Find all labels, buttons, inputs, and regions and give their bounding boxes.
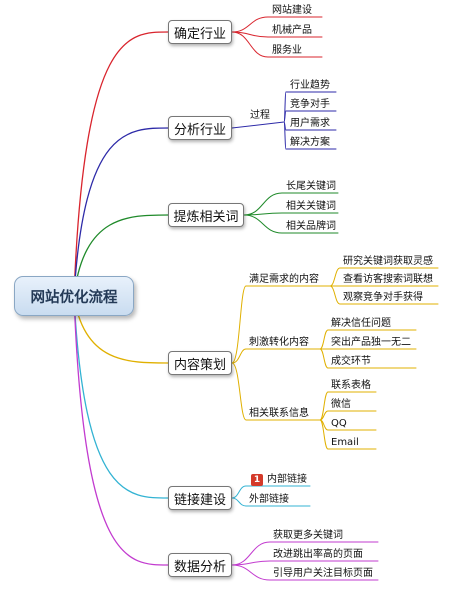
connector-analyze-process (231, 121, 285, 129)
leaf-data-1: 获取更多关键词 (273, 530, 343, 541)
connector-root-data (73, 295, 169, 566)
topic-industry[interactable]: 确定行业 (168, 20, 232, 44)
leaf-data-2: 改进跳出率高的页面 (273, 549, 363, 560)
leaf-content-contact-3: QQ (331, 418, 347, 429)
connector-content-contact-4 (319, 419, 329, 450)
connector-root-industry (73, 31, 169, 297)
leaf-data-3: 引导用户关注目标页面 (273, 568, 373, 579)
leaf-industry-2: 机械产品 (272, 25, 312, 36)
leaf-links-1: 内部链接 (267, 474, 307, 485)
connector-links-2 (231, 497, 247, 507)
leaf-keywords-3: 相关品牌词 (286, 221, 336, 232)
leaf-industry-1: 网站建设 (272, 5, 312, 16)
group-content-needs: 满足需求的内容 (249, 274, 319, 285)
connector-data-2 (231, 560, 271, 566)
connector-content-contact (231, 362, 321, 421)
connector-root-content (73, 295, 169, 364)
connector-industry-1 (231, 16, 269, 33)
connector-data-1 (231, 541, 271, 566)
leaf-content-needs-2: 查看访客搜索词联想 (343, 274, 433, 285)
topic-data[interactable]: 数据分析 (168, 553, 232, 577)
priority-badge: 1 (251, 474, 263, 486)
leaf-links-2: 外部链接 (249, 494, 289, 505)
topic-content[interactable]: 内容策划 (168, 351, 232, 375)
leaf-analyze-3: 用户需求 (290, 118, 330, 129)
connector-industry-3 (231, 31, 269, 58)
group-content-contact: 相关联系信息 (249, 408, 309, 419)
connector-content-convert-1 (319, 329, 329, 350)
connector-data-3 (231, 564, 271, 581)
leaf-keywords-2: 相关关键词 (286, 201, 336, 212)
topic-keywords[interactable]: 提炼相关词 (168, 203, 244, 227)
leaf-content-contact-2: 微信 (331, 399, 351, 410)
connector-root-keywords (73, 214, 169, 297)
leaf-keywords-1: 长尾关键词 (286, 181, 336, 192)
topic-links[interactable]: 链接建设 (168, 486, 232, 510)
connector-analyze-4 (283, 121, 287, 150)
leaf-content-convert-1: 解决信任问题 (331, 318, 391, 329)
group-content-convert: 刺激转化内容 (249, 337, 309, 348)
connector-keywords-1 (243, 192, 283, 216)
leaf-analyze-2: 竞争对手 (290, 99, 330, 110)
connector-content-convert (231, 348, 321, 364)
leaf-content-convert-3: 成交环节 (331, 356, 371, 367)
leaf-analyze-1: 行业趋势 (290, 80, 330, 91)
leaf-content-needs-1: 研究关键词获取灵感 (343, 256, 433, 267)
connector-root-analyze (73, 127, 169, 297)
connector-content-convert-3 (319, 348, 329, 369)
leaf-content-contact-1: 联系表格 (331, 380, 371, 391)
connector-content-needs (231, 285, 331, 364)
leaf-analyze-4: 解决方案 (290, 137, 330, 148)
leaf-content-convert-2: 突出产品独一无二 (331, 337, 411, 348)
connector-content-contact-1 (319, 391, 329, 421)
connector-content-needs-1 (329, 267, 341, 287)
leaf-industry-3: 服务业 (272, 45, 302, 56)
connector-keywords-3 (243, 214, 283, 234)
root-node[interactable]: 网站优化流程 (14, 276, 134, 316)
label-analyze-process: 过程 (250, 110, 270, 121)
connector-content-needs-3 (329, 285, 341, 305)
connector-links-1 (231, 485, 247, 499)
connector-root-links (73, 295, 169, 499)
leaf-content-needs-3: 观察竞争对手获得 (343, 292, 423, 303)
topic-analyze[interactable]: 分析行业 (168, 116, 232, 140)
leaf-content-contact-4: Email (331, 437, 359, 448)
